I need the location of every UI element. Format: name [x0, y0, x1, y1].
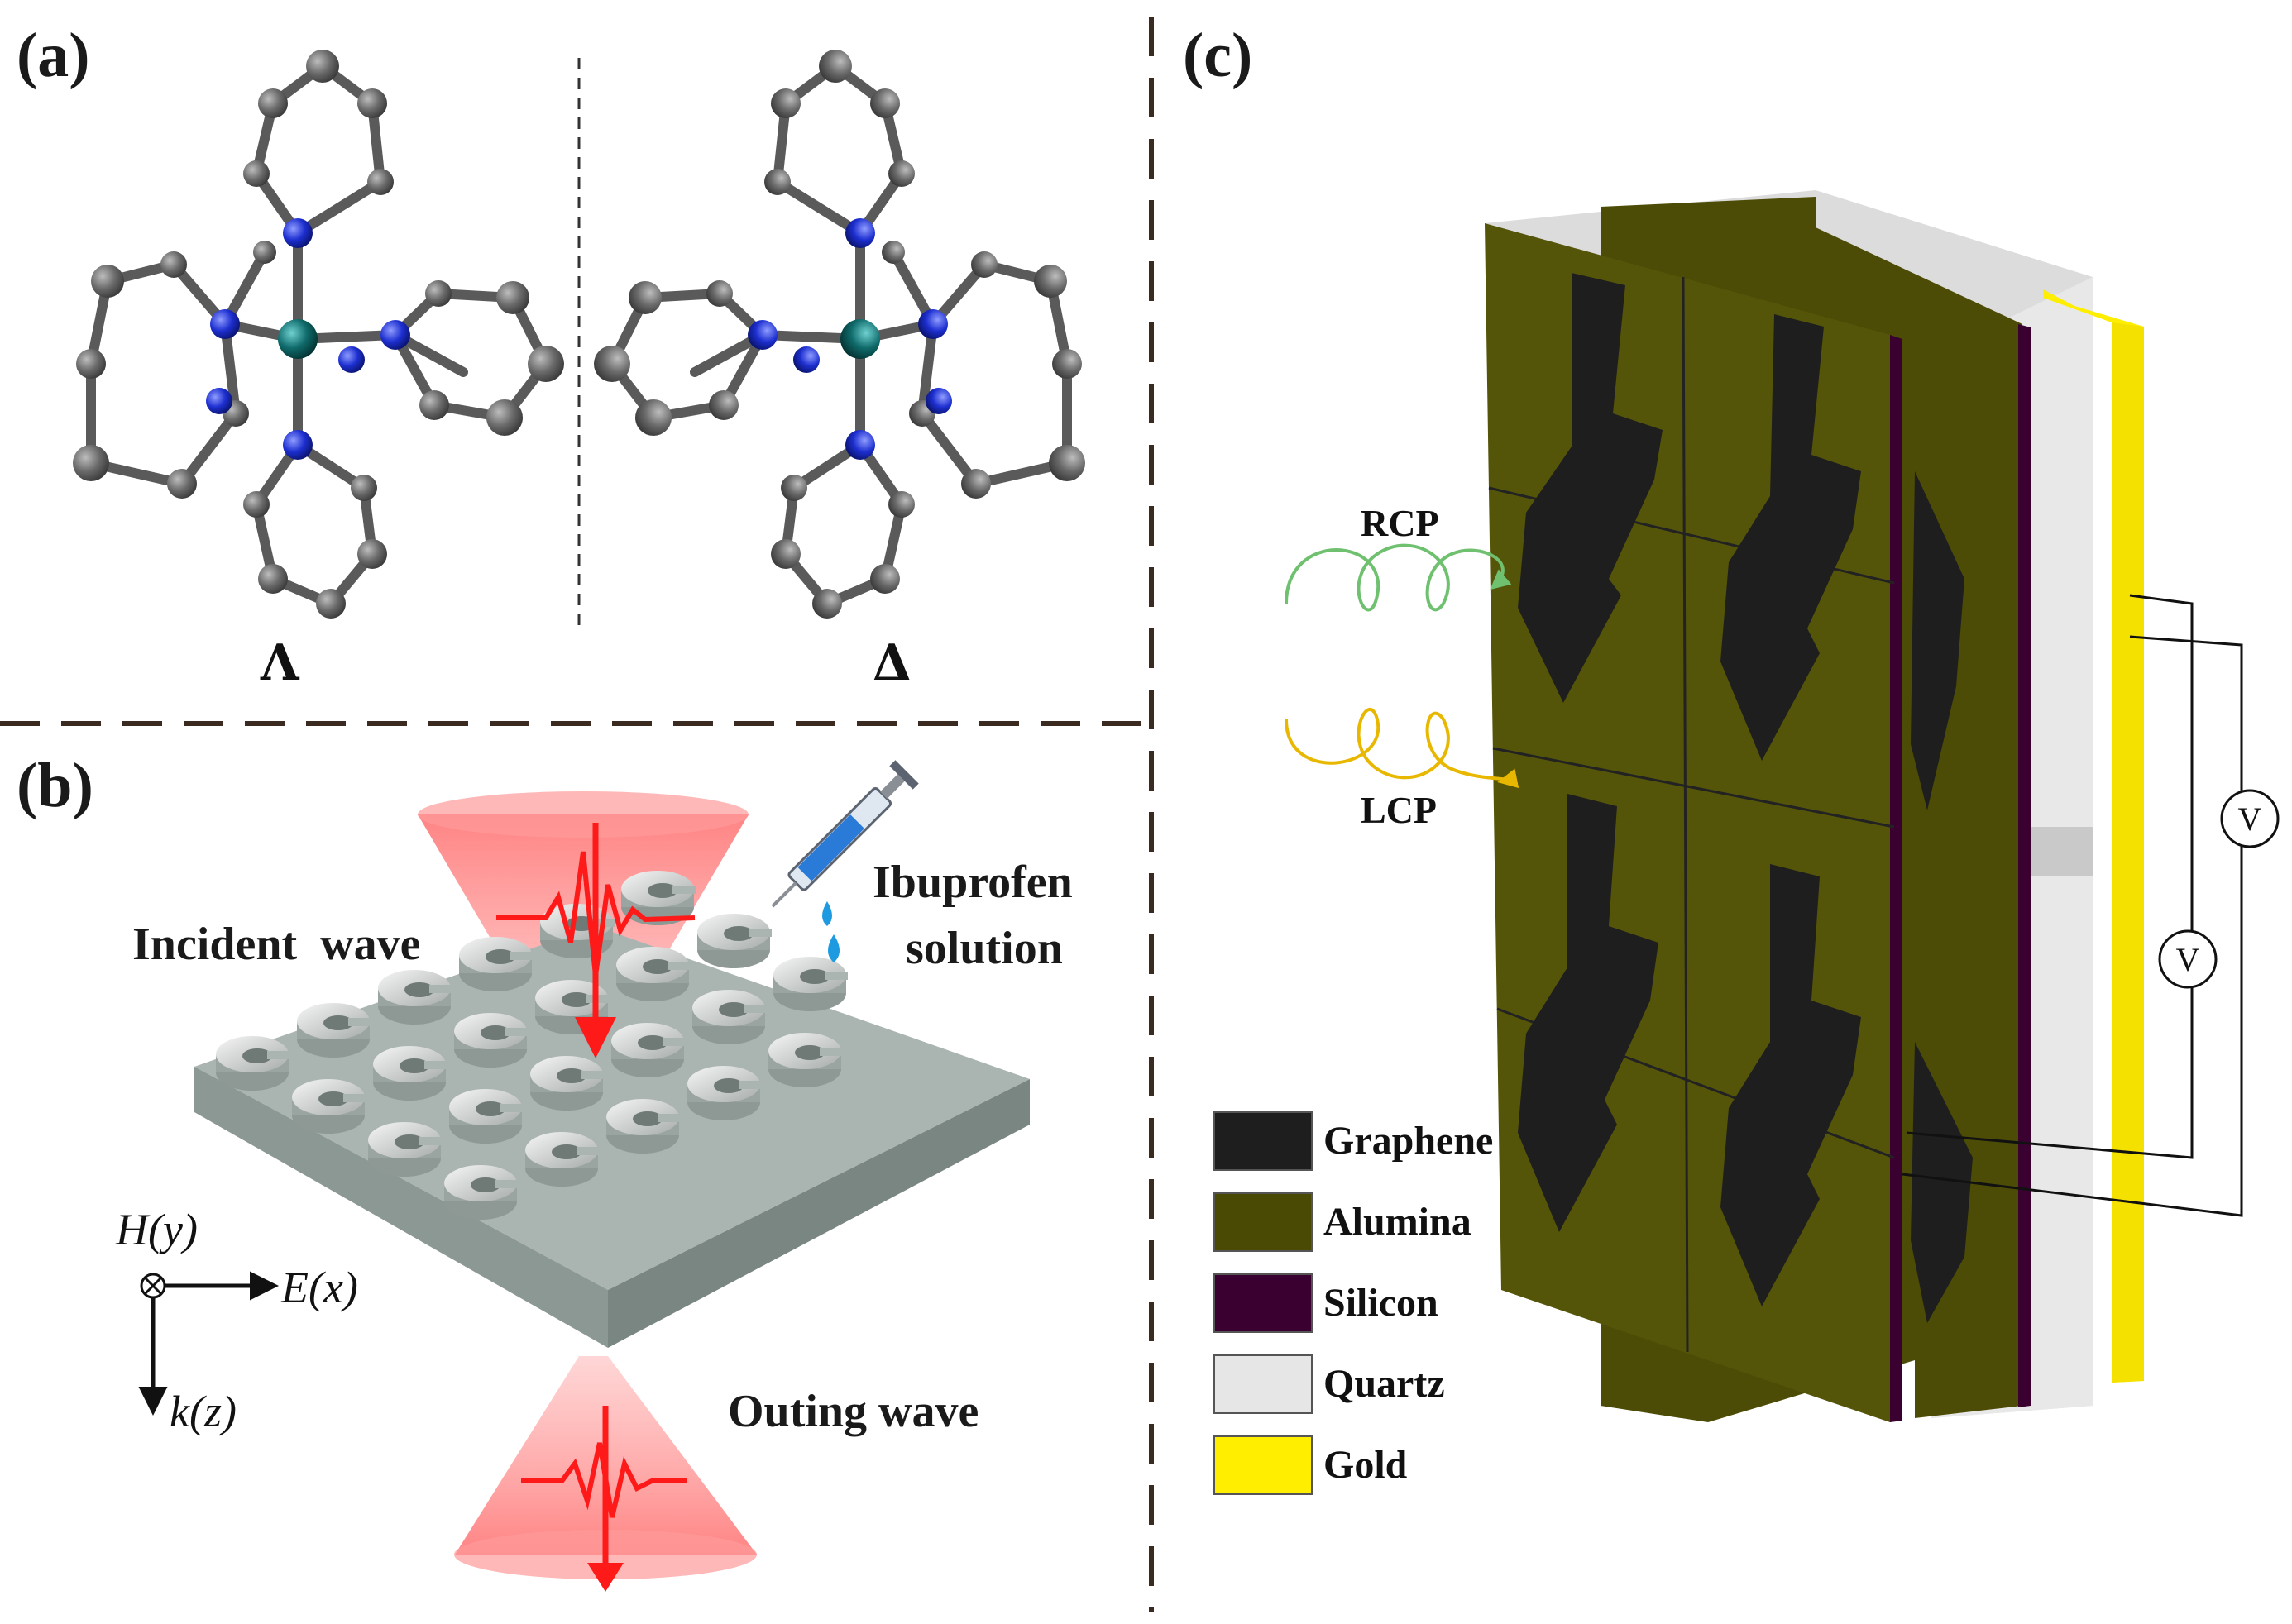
panel-a-label: (a): [17, 21, 90, 90]
panel-c-label: (c): [1183, 21, 1252, 90]
outgoing-wave-label: Outing wave: [728, 1386, 979, 1437]
solution-label: solution: [906, 923, 1063, 974]
legend-swatch-quartz: [1213, 1354, 1313, 1414]
split-ring-resonator: [692, 990, 767, 1044]
voltmeter-1: V: [2158, 929, 2218, 989]
axis-k-label: k(z): [170, 1387, 237, 1436]
split-ring-resonator: [530, 1056, 605, 1111]
split-ring-resonator: [773, 957, 848, 1011]
split-ring-resonator: [368, 1122, 443, 1177]
legend-label-gold: Gold: [1323, 1443, 1408, 1487]
lambda-symbol: Λ: [260, 634, 300, 692]
voltmeter-2: V: [2220, 789, 2280, 848]
voltmeter-2-label: V: [2238, 800, 2262, 838]
legend-swatch-graphene: [1213, 1111, 1313, 1171]
panel-b: (b) Incident wave: [17, 751, 1073, 1592]
split-ring-resonator: [216, 1036, 290, 1091]
split-ring-resonator: [535, 980, 610, 1034]
legend-swatch-silicon: [1213, 1273, 1313, 1333]
split-ring-resonator: [292, 1079, 366, 1134]
legend-label-graphene: Graphene: [1323, 1119, 1493, 1163]
droplet-icon: [822, 901, 832, 926]
axis-e-label: E(x): [280, 1263, 358, 1312]
axis-h-label: H(y): [115, 1205, 198, 1254]
split-ring-resonator: [606, 1099, 681, 1154]
panel-a: (a): [17, 21, 1085, 692]
legend-swatch-alumina: [1213, 1192, 1313, 1252]
split-ring-resonator: [459, 937, 534, 991]
split-ring-resonator: [525, 1132, 600, 1187]
delta-symbol: Δ: [873, 634, 912, 692]
split-ring-resonator: [611, 1023, 686, 1077]
voltmeter-1-label: V: [2176, 941, 2200, 978]
ibuprofen-label: Ibuprofen: [873, 857, 1073, 908]
electrode-wires: [1902, 594, 2243, 1217]
split-ring-resonator: [687, 1066, 762, 1120]
panel-c: (c): [1183, 21, 2280, 1495]
split-ring-resonator: [454, 1013, 529, 1068]
split-ring-resonator: [373, 1046, 447, 1101]
molecule-delta: [594, 50, 1085, 619]
split-ring-resonator: [616, 947, 691, 1001]
split-ring-resonator: [378, 970, 452, 1025]
lcp-label: LCP: [1361, 789, 1437, 831]
graphene-patterns: [1518, 273, 1973, 1323]
legend-label-silicon: Silicon: [1323, 1281, 1438, 1325]
lcp-beam-helix: [1285, 707, 1519, 788]
syringe-icon: [771, 760, 919, 908]
front-alumina-panel: [1485, 223, 1902, 1422]
split-ring-resonator: [297, 1003, 371, 1058]
incident-wave-label: Incident wave: [132, 919, 420, 970]
into-page-symbol: [140, 1273, 166, 1299]
panel-b-label: (b): [17, 751, 93, 820]
legend-swatch-gold: [1213, 1435, 1313, 1495]
split-ring-resonator: [449, 1089, 524, 1144]
split-ring-resonator: [444, 1165, 519, 1220]
split-ring-resonator: [697, 914, 772, 968]
rcp-beam-helix: [1285, 543, 1512, 612]
legend-label-quartz: Quartz: [1323, 1362, 1445, 1406]
rcp-label: RCP: [1361, 502, 1439, 544]
legend-label-alumina: Alumina: [1323, 1200, 1471, 1244]
molecule-lambda: [73, 50, 564, 619]
field-axes: H(y) E(x) k(z): [115, 1205, 358, 1436]
split-ring-resonator: [768, 1033, 843, 1087]
